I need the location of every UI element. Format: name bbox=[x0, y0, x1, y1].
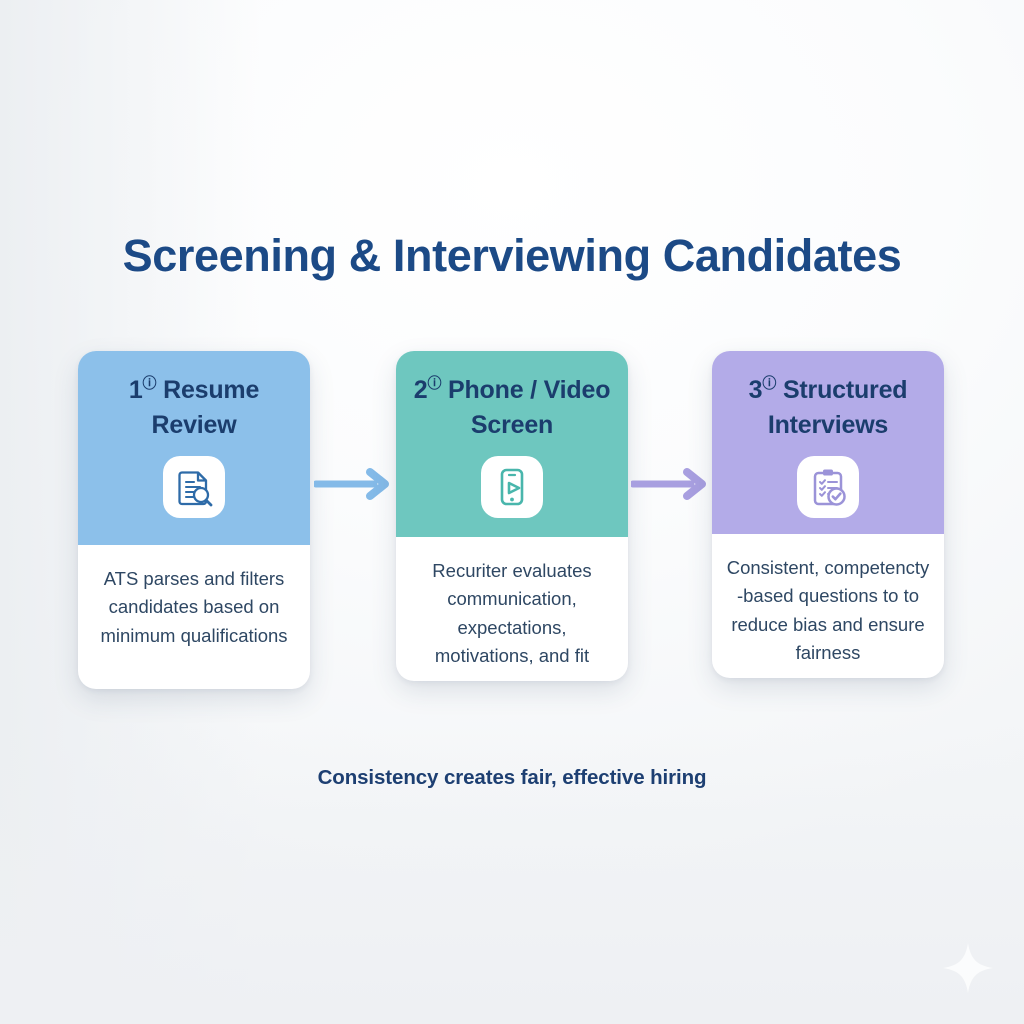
step-number-mark-1: ⓘ bbox=[142, 374, 157, 391]
step-number-mark-2: ⓘ bbox=[427, 374, 442, 391]
step-title-2: 2ⓘ Phone / Video Screen bbox=[410, 373, 614, 442]
step-title-1: 1ⓘ Resume Review bbox=[92, 373, 296, 442]
process-steps-row: 1ⓘ Resume Review ATS parses and f bbox=[78, 351, 946, 696]
step-header-3: 3ⓘ Structured Interviews bbox=[712, 351, 944, 534]
step-number-1: 1 bbox=[128, 376, 143, 404]
step-card-phone-video-screen: 2ⓘ Phone / Video Screen Recuriter evalua… bbox=[396, 351, 628, 681]
step-card-resume-review: 1ⓘ Resume Review ATS parses and f bbox=[78, 351, 310, 689]
step-title-text-3: Structured Interviews bbox=[767, 376, 908, 439]
step-title-text-2: Phone / Video Screen bbox=[448, 376, 611, 439]
four-point-star-sparkle bbox=[941, 941, 995, 995]
step-body-1: ATS parses and filters candidates based … bbox=[100, 568, 288, 646]
step-title-3: 3ⓘ Structured Interviews bbox=[726, 373, 930, 442]
icon-tile-1 bbox=[163, 456, 225, 518]
footer-tagline: Consistency creates fair, effective hiri… bbox=[317, 766, 707, 789]
step-header-2: 2ⓘ Phone / Video Screen bbox=[396, 351, 628, 537]
step-title-text-1: Resume Review bbox=[151, 376, 260, 439]
clipboard-checklist-check-icon bbox=[808, 467, 848, 507]
step-card-structured-interviews: 3ⓘ Structured Interviews bbox=[712, 351, 944, 678]
step-number-2: 2 bbox=[413, 376, 428, 404]
arrow-step2-to-step3 bbox=[629, 467, 715, 501]
icon-tile-3 bbox=[797, 456, 859, 518]
mobile-video-play-icon bbox=[492, 467, 532, 507]
step-number-mark-3: ⓘ bbox=[762, 374, 777, 391]
arrow-step1-to-step2 bbox=[312, 467, 398, 501]
page-title: Screening & Interviewing Candidates bbox=[122, 230, 902, 281]
step-number-3: 3 bbox=[748, 376, 763, 404]
document-search-icon bbox=[174, 467, 214, 507]
step-body-3: Consistent, competencty -based questions… bbox=[726, 557, 930, 663]
step-header-1: 1ⓘ Resume Review bbox=[78, 351, 310, 545]
icon-tile-2 bbox=[481, 456, 543, 518]
step-body-2: Recuriter evaluates communication, expec… bbox=[432, 560, 592, 666]
